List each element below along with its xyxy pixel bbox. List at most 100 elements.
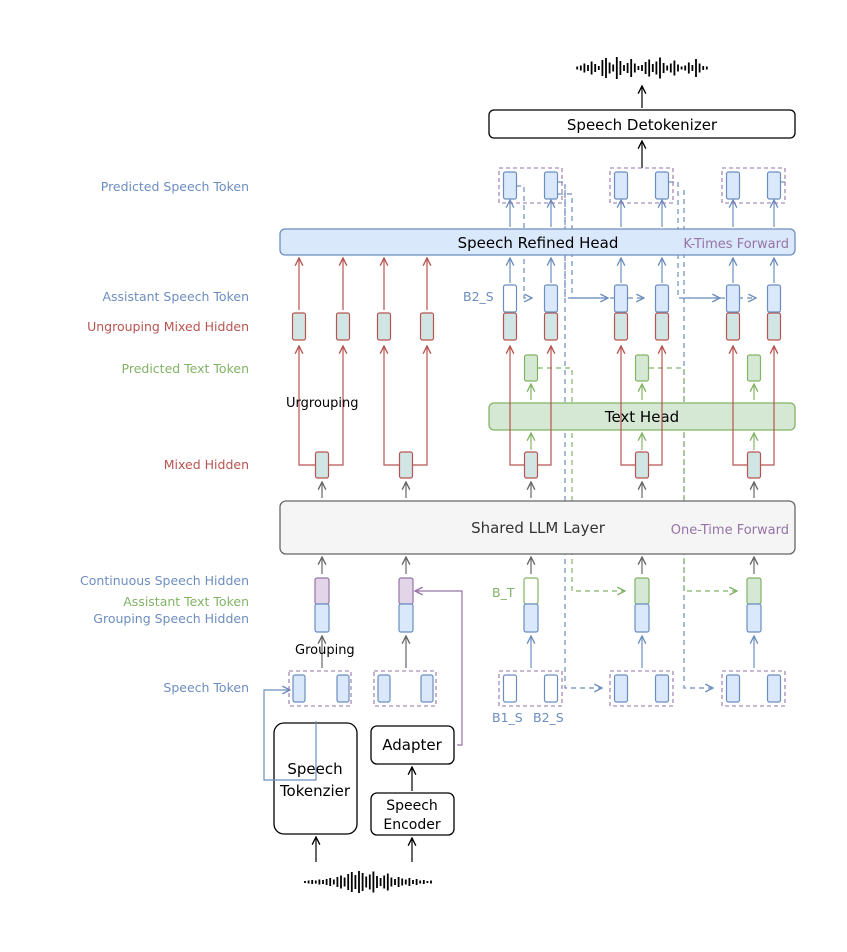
ungrouping-mixed-hidden-box (419, 312, 435, 341)
predicted-text-token-box (634, 354, 650, 382)
speech-encoder-label-1: Speech (386, 798, 438, 814)
speech-detokenizer-block: Speech Detokenizer (488, 109, 796, 139)
placeholder-speech-token-box (543, 674, 559, 703)
ungrouping-annotation: Urgrouping (286, 396, 359, 411)
assistant-speech-token-box (725, 284, 741, 313)
ungrouping-arrow (733, 346, 747, 466)
dashed-text-arrow (538, 367, 625, 591)
ungrouping-arrow (299, 346, 315, 466)
grouping-speech-hidden-box (634, 603, 650, 633)
ungrouping-arrow (510, 346, 524, 466)
speech-encoder-label-2: Encoder (383, 817, 440, 833)
dashed-text-arrow (649, 367, 737, 591)
b2-s-annotation: B2_S (533, 710, 564, 725)
ungrouping-arrow (538, 346, 551, 466)
k-times-forward-label: K-Times Forward (683, 237, 789, 252)
label-speech-token: Speech Token (163, 680, 249, 695)
predicted-speech-token-group (498, 167, 563, 204)
mixed-hidden-box (398, 451, 414, 479)
ungrouping-mixed-hidden-box (654, 312, 670, 341)
speech-token-group (373, 670, 437, 707)
assistant-speech-token-box (543, 284, 559, 313)
ungrouping-mixed-hidden-box (613, 312, 629, 341)
speech-refined-head-block: Speech Refined Head K-Times Forward (279, 228, 796, 256)
b2-s-top-annotation: B2_S (463, 289, 494, 304)
ungrouping-arrow (649, 346, 662, 466)
shared-llm-layer-label: Shared LLM Layer (471, 519, 606, 537)
grouping-annotation: Grouping (295, 643, 355, 658)
placeholder-speech-token-box (502, 674, 518, 703)
annotations: Urgrouping Grouping B2_S B_T B1_S B2_S (286, 289, 564, 725)
speech-token-group (721, 670, 786, 707)
grouping-speech-hidden-box (746, 603, 762, 633)
shared-llm-layer-block: Shared LLM Layer One-Time Forward (279, 500, 796, 555)
tokenizer-to-token-arrow (263, 690, 317, 781)
predicted-text-token-box (523, 354, 539, 382)
predicted-speech-token-box (654, 171, 670, 200)
assistant-text-token-box (523, 577, 539, 605)
label-continuous-speech-hidden: Continuous Speech Hidden (80, 573, 249, 588)
predicted-speech-token-group (721, 167, 786, 204)
dashed-feedback-arrow (564, 190, 602, 688)
speech-token-box (292, 674, 306, 703)
predicted-speech-token-box (725, 171, 741, 200)
b1-s-annotation: B1_S (492, 710, 523, 725)
grouping-speech-hidden-box (523, 603, 539, 633)
dashed-feedback-arrows (516, 181, 786, 688)
speech-token-group (288, 670, 352, 707)
ungrouping-mixed-hidden-box (502, 312, 518, 341)
ungrouping-mixed-hidden-box (766, 312, 782, 341)
ungrouping-arrow (621, 346, 635, 466)
assistant-speech-token-box (766, 284, 782, 313)
dashed-text-token-arrows (538, 367, 737, 591)
dashed-feedback-arrow (683, 190, 713, 688)
label-grouping-speech-hidden: Grouping Speech Hidden (93, 611, 249, 626)
predicted-text-token-box (746, 354, 762, 382)
ungrouping-mixed-hidden-box (291, 312, 307, 341)
predicted-speech-token-box (613, 171, 629, 200)
label-ungrouping-mixed-hidden: Ungrouping Mixed Hidden (87, 319, 249, 334)
b-t-annotation: B_T (492, 585, 515, 600)
speech-refined-head-label: Speech Refined Head (458, 234, 619, 252)
label-mixed-hidden: Mixed Hidden (164, 457, 249, 472)
label-predicted-speech-token: Predicted Speech Token (101, 179, 249, 194)
predicted-speech-token-box (502, 171, 518, 200)
output-waveform-icon (576, 57, 708, 79)
speech-tokenizer-label-2: Tokenzier (279, 782, 351, 800)
ungrouping-mixed-hidden-box (543, 312, 559, 341)
one-time-forward-label: One-Time Forward (671, 523, 789, 538)
mixed-hidden-box (523, 451, 539, 479)
text-head-label: Text Head (604, 408, 679, 426)
adapter-label: Adapter (382, 736, 442, 754)
grouping-speech-hidden-box (314, 603, 330, 633)
adapter-block: Adapter (370, 725, 455, 765)
speech-tokenizer-label-1: Speech (287, 760, 342, 778)
speech-token-box (377, 674, 391, 703)
adapter-to-hidden-arrow (415, 591, 463, 746)
speech-encoder-block: Speech Encoder (370, 792, 455, 836)
assistant-speech-token-box (654, 284, 670, 313)
speech-token-group (609, 670, 674, 707)
label-assistant-text-token: Assistant Text Token (123, 594, 249, 609)
ungrouping-arrow (761, 346, 774, 466)
assistant-text-token-box (746, 577, 762, 605)
continuous-speech-hidden-box (314, 577, 330, 605)
text-head-block: Text Head (488, 402, 796, 431)
left-labels: Predicted Speech Token Assistant Speech … (80, 179, 249, 695)
ungrouping-arrow (329, 346, 343, 466)
label-assistant-speech-token: Assistant Speech Token (102, 289, 249, 304)
ungrouping-mixed-hidden-box (725, 312, 741, 341)
speech-token-box (766, 674, 782, 703)
assistant-speech-token-box (613, 284, 629, 313)
speech-token-box (420, 674, 434, 703)
grouping-speech-hidden-box (398, 603, 414, 633)
ungrouping-arrow (413, 346, 427, 466)
input-waveform-icon (304, 871, 432, 893)
speech-token-box (336, 674, 350, 703)
token-boxes (288, 167, 786, 707)
ungrouping-arrow (384, 346, 399, 466)
assistant-text-token-box (634, 577, 650, 605)
mixed-hidden-box (746, 451, 762, 479)
predicted-speech-token-box (766, 171, 782, 200)
